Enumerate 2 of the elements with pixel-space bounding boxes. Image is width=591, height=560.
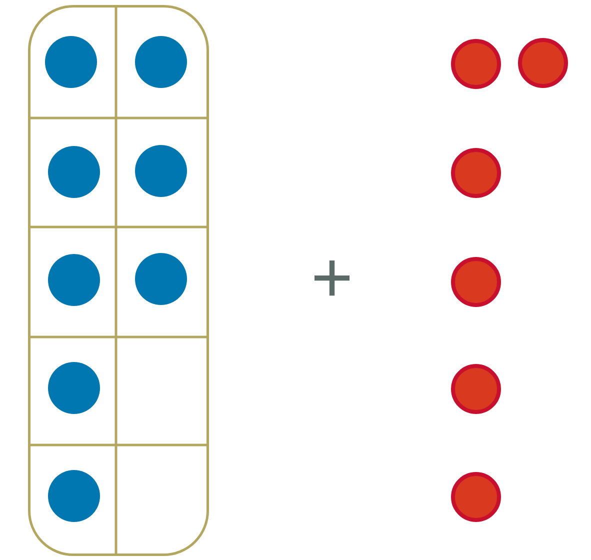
ten-frame xyxy=(28,5,209,556)
plus-sign: + xyxy=(310,242,354,314)
